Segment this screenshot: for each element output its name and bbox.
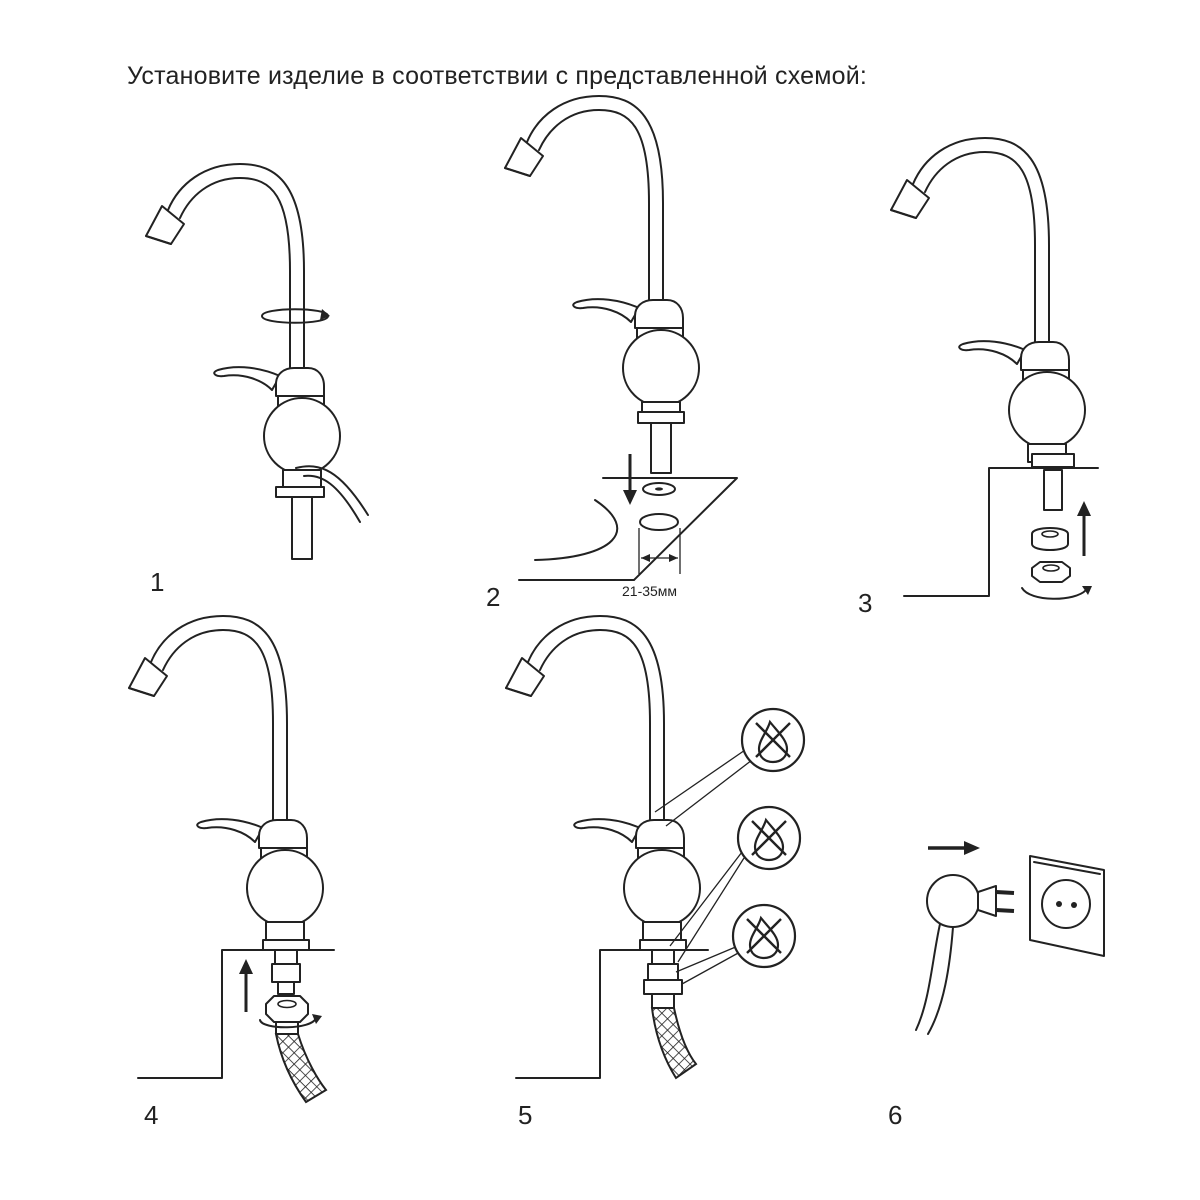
step-3-number: 3	[858, 588, 872, 618]
step-4-illustration	[128, 615, 335, 1104]
step-5-illustration	[505, 615, 753, 1080]
step-2-number: 2	[486, 582, 500, 612]
no-leak-icon-spout	[740, 707, 806, 773]
step-1-number: 1	[150, 567, 164, 597]
no-leak-icon-base	[736, 805, 802, 871]
step-6-number: 6	[888, 1100, 902, 1130]
step-2-illustration: 21-35мм	[504, 95, 738, 599]
step-5-number: 5	[518, 1100, 532, 1130]
no-leak-icon-hose	[731, 903, 797, 969]
step-3-illustration	[890, 137, 1099, 600]
step-6-illustration	[915, 841, 1105, 1035]
page-title: Установите изделие в соответствии с пред…	[127, 62, 868, 90]
step-4-number: 4	[144, 1100, 158, 1130]
hole-diameter-label: 21-35мм	[622, 583, 677, 599]
step-1-illustration	[145, 163, 369, 560]
